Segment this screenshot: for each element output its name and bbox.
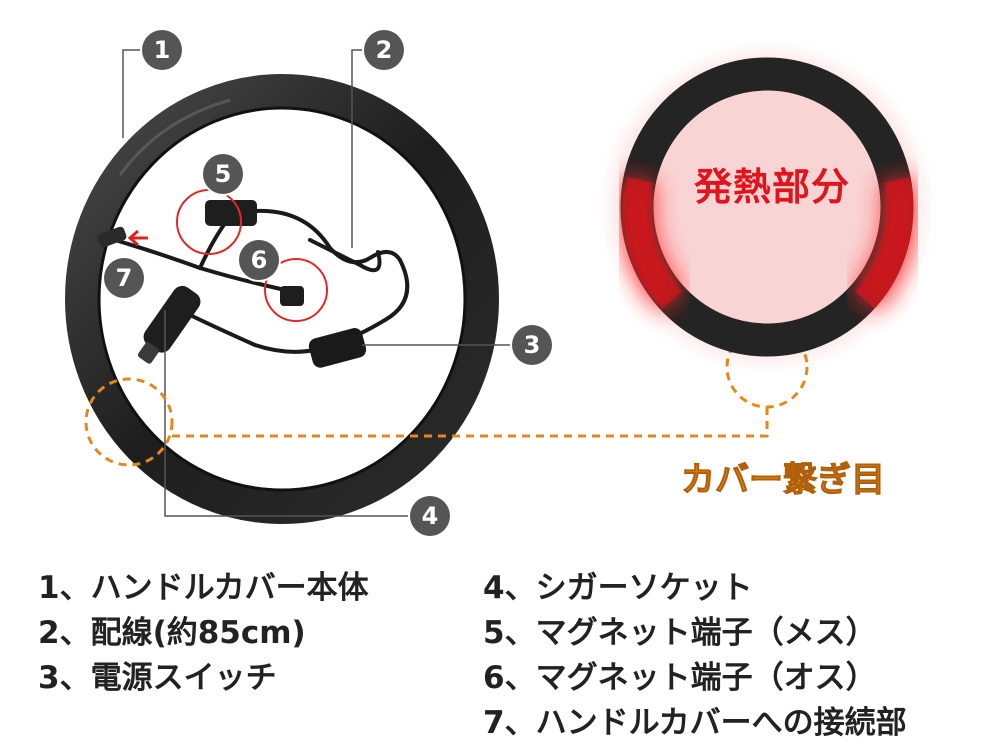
ring-connector xyxy=(97,226,127,248)
product-photo xyxy=(65,49,918,524)
legend-item: 6、マグネット端子（オス） xyxy=(483,660,877,696)
power-switch xyxy=(308,328,367,368)
legend-item: 2、配線(約85cm) xyxy=(38,615,306,651)
callout-7: 7 xyxy=(104,258,144,298)
magnet-connector-female xyxy=(205,200,257,226)
legend-item: 1、ハンドルカバー本体 xyxy=(38,570,369,606)
callout-6: 6 xyxy=(239,240,279,280)
legend-item: 4、シガーソケット xyxy=(483,570,753,606)
legend-item: 5、マグネット端子（メス） xyxy=(483,615,877,651)
highlight-circle-6 xyxy=(264,258,328,322)
heated-wheel-preview xyxy=(617,57,918,357)
legend-item: 3、電源スイッチ xyxy=(38,660,277,696)
callout-3: 3 xyxy=(512,325,552,365)
steering-wheel-cover xyxy=(65,74,499,524)
cigar-socket-plug xyxy=(137,285,201,364)
callout-2: 2 xyxy=(364,30,404,70)
seam-label: カバー繋ぎ目 xyxy=(681,460,886,501)
callout-1: 1 xyxy=(142,30,182,70)
callout-5: 5 xyxy=(203,154,243,194)
callout-lines xyxy=(122,49,512,517)
legend-item: 7、ハンドルカバーへの接続部 xyxy=(483,705,907,741)
highlight-circle-5 xyxy=(176,189,242,255)
legend-left: 1、ハンドルカバー本体 2、配線(約85cm) 3、電源スイッチ xyxy=(38,566,369,701)
arrow-icon xyxy=(127,229,148,247)
magnet-connector-male xyxy=(280,286,304,306)
callout-4: 4 xyxy=(410,496,450,536)
legend-right: 4、シガーソケット 5、マグネット端子（メス） 6、マグネット端子（オス） 7、… xyxy=(483,566,907,746)
heat-area-label: 発熱部分 xyxy=(694,165,851,209)
